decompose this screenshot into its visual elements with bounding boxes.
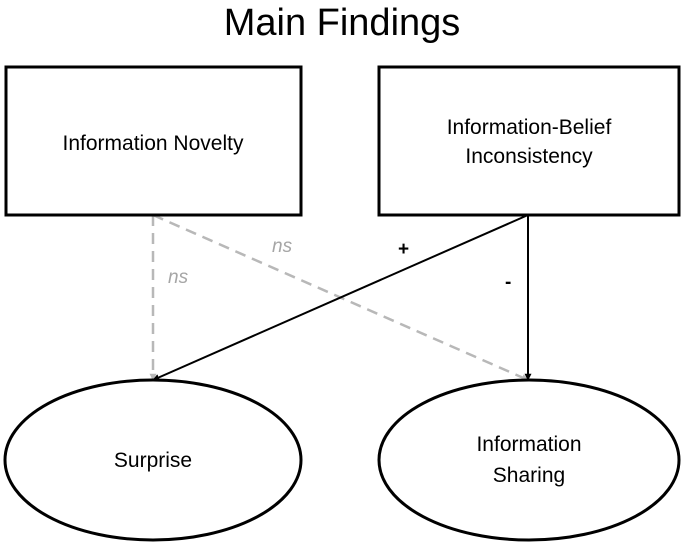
node-ellipse-sharing — [377, 378, 681, 542]
edge-label-novelty-to-surprise: ns — [168, 267, 189, 288]
node-label-inconsistency-line1: Information-Belief — [447, 116, 612, 139]
node-box-inconsistency — [377, 65, 681, 217]
node-label-sharing-line1: Information — [476, 433, 581, 456]
node-label-novelty: Information Novelty — [63, 132, 244, 155]
node-information-sharing: Information Sharing — [377, 378, 681, 542]
node-information-novelty: Information Novelty — [4, 65, 303, 217]
node-label-surprise: Surprise — [114, 449, 192, 472]
node-information-belief-inconsistency: Information-Belief Inconsistency — [377, 65, 681, 217]
node-label-sharing-line2: Sharing — [493, 464, 565, 487]
edge-label-inconsistency-to-surprise: + — [398, 239, 409, 260]
node-surprise: Surprise — [3, 378, 303, 542]
edge-inconsistency-to-surprise — [152, 214, 529, 381]
node-ellipse-surprise — [3, 378, 303, 542]
edge-label-novelty-to-sharing: ns — [272, 236, 293, 257]
node-label-inconsistency-line2: Inconsistency — [465, 145, 593, 168]
node-box-novelty — [4, 65, 303, 217]
edge-label-inconsistency-to-sharing: - — [505, 272, 511, 293]
diagram-title: Main Findings — [224, 2, 461, 44]
